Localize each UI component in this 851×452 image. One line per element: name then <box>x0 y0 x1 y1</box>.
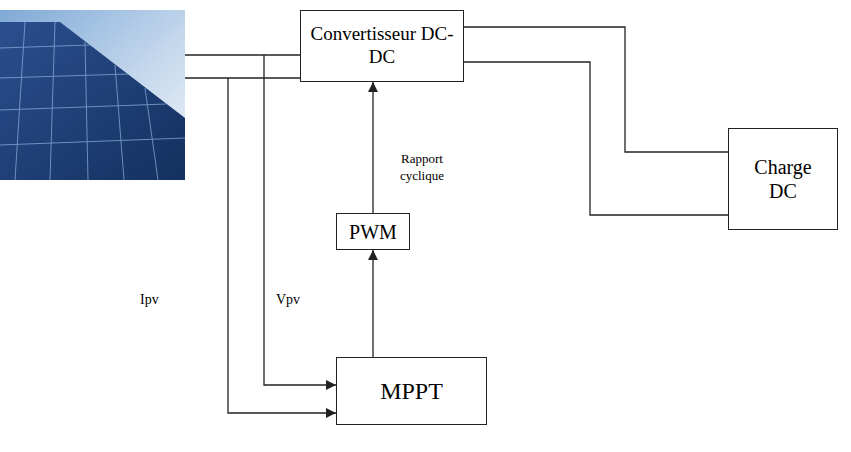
connector <box>464 27 728 152</box>
solar-panel <box>0 10 185 180</box>
wires <box>185 55 336 413</box>
signal-name: Ipv <box>140 292 159 308</box>
mppt-box: MPPT <box>336 357 487 425</box>
wire <box>228 78 336 413</box>
panel-grid <box>0 22 185 180</box>
sky <box>0 10 185 180</box>
panel-surface <box>0 22 185 180</box>
box-label: MPPT <box>380 377 443 406</box>
load-box: Charge DC <box>728 128 838 230</box>
signal-label: Rapport cyclique <box>385 151 459 184</box>
wire <box>185 77 300 78</box>
box-label: PWM <box>349 220 397 244</box>
signal-name: Vpv <box>276 292 300 308</box>
box-label: Convertisseur DC-DC <box>307 23 457 69</box>
connector <box>372 250 373 357</box>
wire <box>185 54 300 55</box>
wire <box>264 55 336 385</box>
converter-box: Convertisseur DC-DC <box>300 10 464 82</box>
connector <box>372 82 373 213</box>
pwm-box: PWM <box>336 213 410 250</box>
box-label: Charge DC <box>748 155 818 203</box>
connector <box>464 62 728 215</box>
